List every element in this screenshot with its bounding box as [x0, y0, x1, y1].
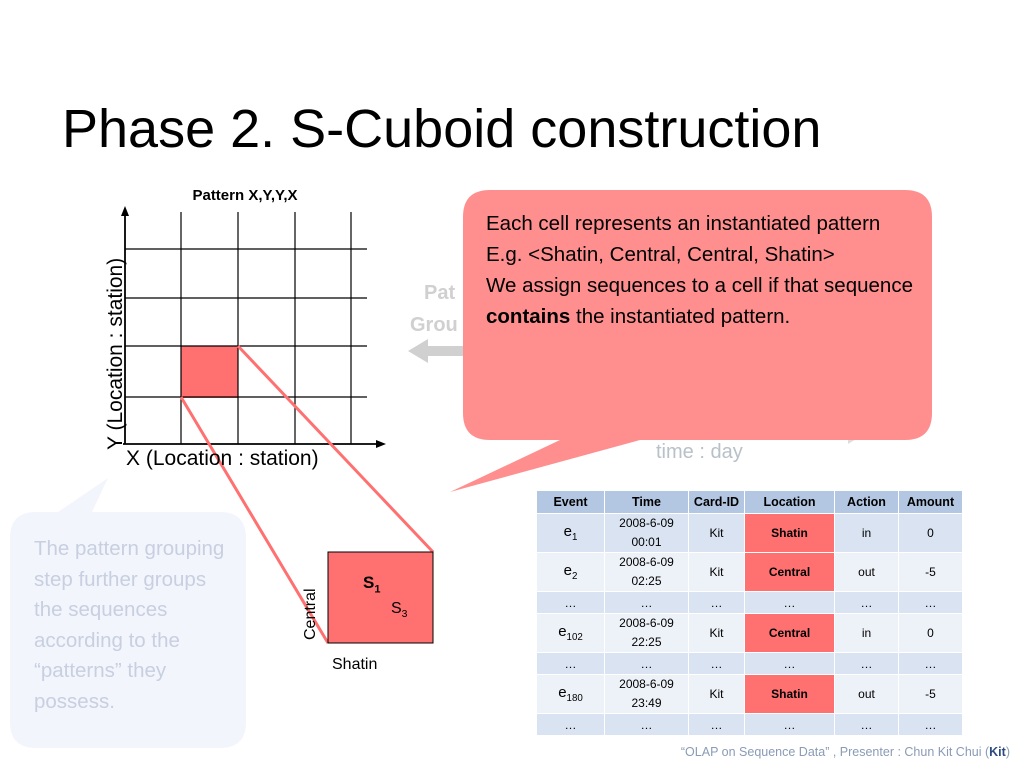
ellipsis-cell: … — [688, 713, 745, 736]
event-table: Event Time Card-ID Location Action Amoun… — [536, 490, 963, 736]
event-cell: e2 — [536, 552, 605, 592]
ellipsis-cell: … — [688, 652, 745, 675]
event-cell: e180 — [536, 674, 605, 714]
y-axis-label: Y (Location : station) — [104, 257, 127, 450]
pattern-title: Pattern X,Y,Y,X — [192, 187, 298, 204]
column-header: Location — [744, 490, 835, 514]
sequence-s3-label: S3 — [391, 600, 408, 621]
ellipsis-cell: … — [834, 713, 899, 736]
ellipsis-cell: … — [834, 591, 899, 614]
ellipsis-cell: … — [604, 713, 689, 736]
amount-cell: 0 — [898, 613, 963, 653]
action-cell: in — [834, 613, 899, 653]
ellipsis-cell: … — [898, 652, 963, 675]
x-axis-label: X (Location : station) — [126, 447, 319, 470]
table-header-row: Event Time Card-ID Location Action Amoun… — [536, 490, 963, 514]
zoom-col-label: Shatin — [332, 656, 378, 673]
table-row-ellipsis: … … … … … … — [536, 652, 963, 675]
callout-red-line-1: Each cell represents an instantiated pat… — [486, 212, 881, 266]
action-cell: out — [834, 674, 899, 714]
ellipsis-cell: … — [536, 591, 605, 614]
callout-red-line-2: We assign sequences to a cell if that se… — [486, 274, 913, 328]
location-cell: Shatin — [744, 513, 835, 553]
card-cell: Kit — [688, 674, 745, 714]
slide-title: Phase 2. S-Cuboid construction — [62, 99, 822, 159]
card-cell: Kit — [688, 552, 745, 592]
ellipsis-cell: … — [688, 591, 745, 614]
ellipsis-cell: … — [834, 652, 899, 675]
action-cell: out — [834, 552, 899, 592]
location-cell: Shatin — [744, 674, 835, 714]
ellipsis-cell: … — [744, 713, 835, 736]
column-header: Event — [536, 490, 605, 514]
column-header: Action — [834, 490, 899, 514]
ellipsis-cell: … — [536, 713, 605, 736]
callout-blue-text: The pattern grouping step further groups… — [34, 537, 225, 713]
event-cell: e1 — [536, 513, 605, 553]
event-cell: e102 — [536, 613, 605, 653]
x-axis-arrow-icon — [376, 440, 386, 448]
column-header: Time — [604, 490, 689, 514]
amount-cell: -5 — [898, 552, 963, 592]
location-cell: Central — [744, 613, 835, 653]
column-header: Amount — [898, 490, 963, 514]
action-cell: in — [834, 513, 899, 553]
ellipsis-cell: … — [898, 713, 963, 736]
ellipsis-cell: … — [604, 591, 689, 614]
ellipsis-cell: … — [898, 591, 963, 614]
time-axis-label: time : day — [656, 441, 743, 463]
card-cell: Kit — [688, 513, 745, 553]
amount-cell: -5 — [898, 674, 963, 714]
table-row-ellipsis: … … … … … … — [536, 713, 963, 736]
ellipsis-cell: … — [744, 652, 835, 675]
table-row-ellipsis: … … … … … … — [536, 591, 963, 614]
callout-blue-bubble — [10, 478, 246, 748]
callout-red-text: Each cell represents an instantiated pat… — [486, 208, 918, 332]
callout-red-bubble — [450, 190, 932, 492]
amount-cell: 0 — [898, 513, 963, 553]
location-cell: Central — [744, 552, 835, 592]
background-label-2: Grou — [410, 314, 458, 336]
column-header: Card-ID — [688, 490, 745, 514]
zoom-cell — [327, 551, 434, 644]
footer-credit: “OLAP on Sequence Data” , Presenter : Ch… — [680, 745, 1010, 759]
background-label-1: Pat — [424, 282, 456, 304]
zoom-row-label: Central — [302, 588, 319, 640]
back-arrow-icon — [408, 339, 470, 363]
card-cell: Kit — [688, 613, 745, 653]
ellipsis-cell: … — [604, 652, 689, 675]
highlighted-cell — [181, 346, 238, 398]
sequence-s1-label: S1 — [363, 573, 381, 596]
y-axis-arrow-icon — [121, 206, 129, 216]
ellipsis-cell: … — [744, 591, 835, 614]
ellipsis-cell: … — [536, 652, 605, 675]
